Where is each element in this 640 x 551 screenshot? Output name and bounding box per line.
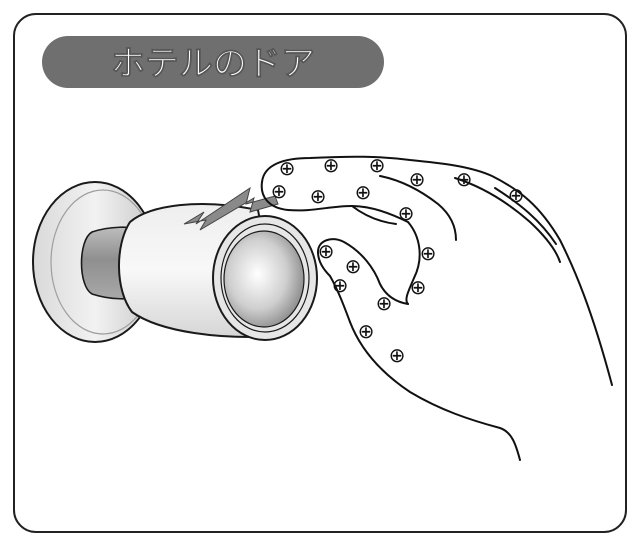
positive-charge-icon: ⊕: [279, 156, 296, 180]
door-knob: [32, 181, 318, 343]
positive-charge-icon: ⊕: [310, 184, 327, 208]
positive-charge-icon: ⊕: [376, 291, 393, 315]
positive-charge-icon: ⊕: [508, 183, 525, 207]
title-badge: ホテルのドア: [42, 36, 384, 88]
title-label: ホテルのドア: [111, 44, 315, 84]
positive-charge-icon: ⊕: [369, 153, 386, 177]
hand-outline-top: [261, 155, 613, 386]
positive-charge-icon: ⊕: [409, 167, 426, 191]
positive-charge-icon: ⊕: [398, 201, 415, 225]
positive-charge-icon: ⊕: [271, 179, 288, 203]
positive-charge-icon: ⊕: [332, 273, 349, 297]
positive-charge-icon: ⊕: [345, 254, 362, 278]
knob-end-face: [223, 230, 305, 328]
frame-border: [13, 13, 627, 533]
positive-charge-icon: ⊕: [323, 153, 340, 177]
positive-charge-icon: ⊕: [420, 241, 437, 265]
positive-charge-icon: ⊕: [389, 343, 406, 367]
hand-thumb: [317, 238, 409, 305]
positive-charge-icon: ⊕: [456, 167, 473, 191]
hand-outline-bottom: [349, 321, 521, 461]
positive-charge-icon: ⊕: [410, 275, 427, 299]
positive-charge-icon: ⊕: [358, 319, 375, 343]
lightning-arrow-icon: [183, 186, 279, 231]
hand: [260, 155, 613, 461]
positive-charge-icon: ⊕: [355, 180, 372, 204]
positive-charges: ⊕ ⊕ ⊕ ⊕ ⊕ ⊕ ⊕ ⊕ ⊕ ⊕ ⊕ ⊕ ⊕ ⊕ ⊕ ⊕ ⊕ ⊕: [271, 153, 525, 367]
positive-charge-icon: ⊕: [318, 239, 335, 263]
